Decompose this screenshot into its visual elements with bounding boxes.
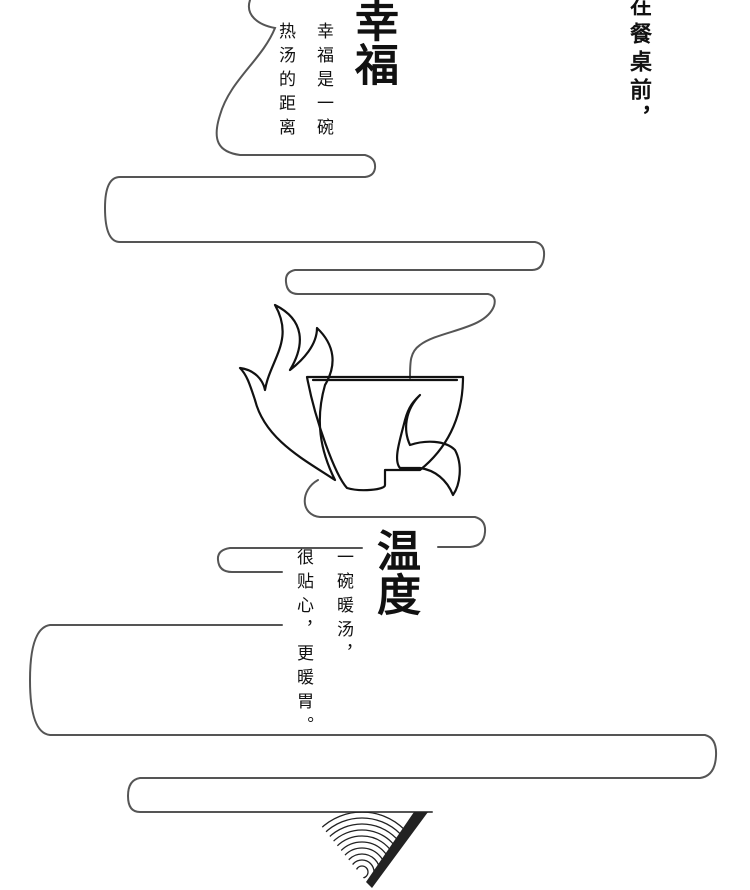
woodgrain-triangle-icon [310,812,428,888]
soup-bowl-with-flames-icon [238,303,465,497]
happiness-line-2: 热汤的距离 [275,22,295,142]
warmth-line-2: 很贴心，更暖胃。 [293,548,313,740]
warmth-title: 温度 [369,528,420,616]
happiness-line-1: 幸福是一碗 [313,22,333,142]
right-column-text: 在餐桌前， [626,0,652,134]
happiness-title: 幸福 [347,0,398,86]
warmth-line-1: 一碗暖汤， [333,548,353,668]
